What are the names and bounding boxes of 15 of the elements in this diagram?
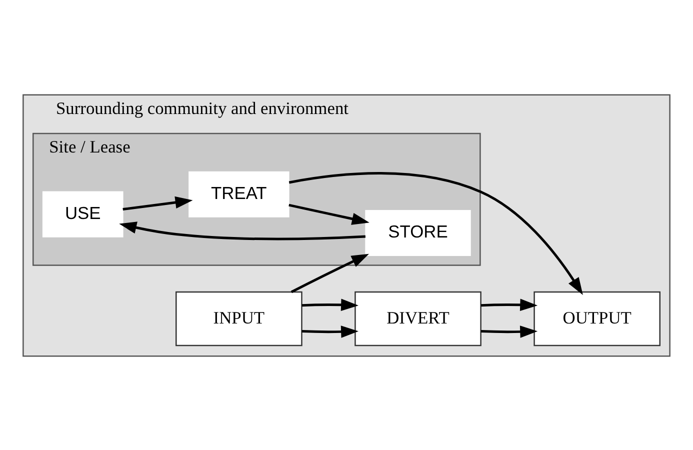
node-box: INPUT <box>176 290 302 346</box>
arrow <box>290 253 370 293</box>
node-box: DIVERT <box>354 290 482 346</box>
arrow <box>288 172 583 295</box>
node-box: OUTPUT <box>534 290 660 346</box>
arrow <box>122 196 193 210</box>
node-box: TREAT <box>188 170 290 217</box>
arrow <box>480 298 538 310</box>
node-box: STORE <box>365 209 471 256</box>
arrow <box>302 298 358 310</box>
arrow <box>119 221 366 240</box>
arrow <box>302 325 358 338</box>
node-box: USE <box>42 190 124 237</box>
arrow <box>480 325 538 338</box>
arrow <box>288 203 370 224</box>
